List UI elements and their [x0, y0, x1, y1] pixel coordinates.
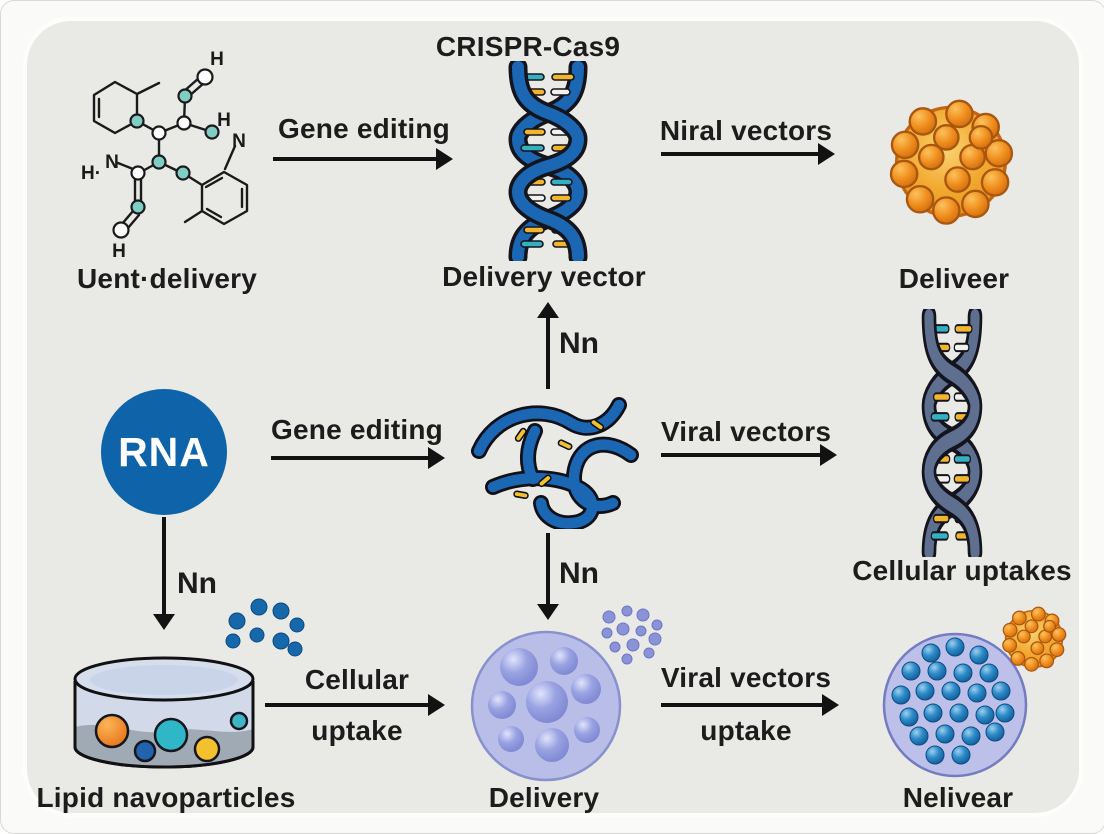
arrow-nn-left — [162, 517, 166, 615]
dna-helix-icon — [488, 61, 608, 261]
arrow-label-gene-editing-mid: Gene editing — [271, 414, 443, 445]
atom-label-h-right: H — [217, 110, 231, 131]
arrow-viral-vectors-uptake — [661, 703, 823, 707]
deliveer-label: Deliveer — [898, 263, 1010, 294]
rna-label: RNA — [118, 428, 210, 475]
atom-label-h-top: H — [210, 49, 224, 70]
rna-tangle-icon — [471, 397, 639, 529]
arrow-label-viral-vectors-mid: Viral vectors — [660, 416, 832, 447]
arrow-nn-mid — [546, 533, 550, 605]
nanoparticle-dots-blue-icon — [225, 598, 305, 657]
nn-left-label: Nn — [177, 567, 217, 600]
nanoparticle-dots-purple-icon — [601, 605, 663, 665]
lipid-container-icon — [73, 656, 255, 769]
arrow-cellular-uptake — [265, 703, 429, 707]
chem-structure-label: Uent·delivery — [77, 263, 257, 294]
crispr-cas9-title: CRISPR-Cas9 — [435, 31, 621, 62]
delivery-vector-label: Delivery vector — [442, 261, 646, 292]
delivery-label: Delivery — [488, 782, 600, 813]
vesicle-icon — [470, 630, 622, 782]
atom-label-h-bottom: H — [112, 241, 126, 262]
nelivear-label: Nelivear — [902, 782, 1014, 813]
arrow-label-uptake-bottom: uptake — [700, 715, 792, 746]
molecule-icon: H H N H· N H — [81, 49, 249, 262]
atom-label-n-left: N — [105, 152, 119, 173]
arrow-niral-vectors — [661, 152, 819, 156]
arrow-label-gene-editing-top: Gene editing — [278, 113, 450, 144]
dna-helix-icon — [906, 309, 998, 557]
virus-particle-icon — [1001, 606, 1067, 672]
arrow-nn-up — [546, 317, 550, 389]
cellular-uptakes-label: Cellular uptakes — [852, 555, 1072, 586]
arrow-viral-vectors-mid — [661, 453, 821, 457]
arrow-label-viral-vectors-bottom: Viral vectors — [660, 662, 832, 693]
arrow-label-cellular: Cellular — [304, 664, 410, 695]
lipid-nanoparticles-label: Lipid navoparticles — [36, 782, 296, 813]
cell-icon — [882, 632, 1028, 778]
nn-mid-label: Nn — [559, 557, 599, 590]
atom-label-n-right: N — [232, 131, 246, 152]
nn-up-label: Nn — [559, 327, 599, 360]
virus-particle-icon — [889, 99, 1014, 226]
arrow-gene-editing-top — [273, 157, 437, 161]
arrow-label-niral-vectors: Niral vectors — [659, 115, 833, 146]
rna-circle: RNA — [101, 389, 227, 515]
arrow-gene-editing-mid — [271, 456, 429, 460]
atom-label-h-left: H· — [81, 163, 101, 184]
arrow-label-uptake: uptake — [311, 715, 403, 746]
